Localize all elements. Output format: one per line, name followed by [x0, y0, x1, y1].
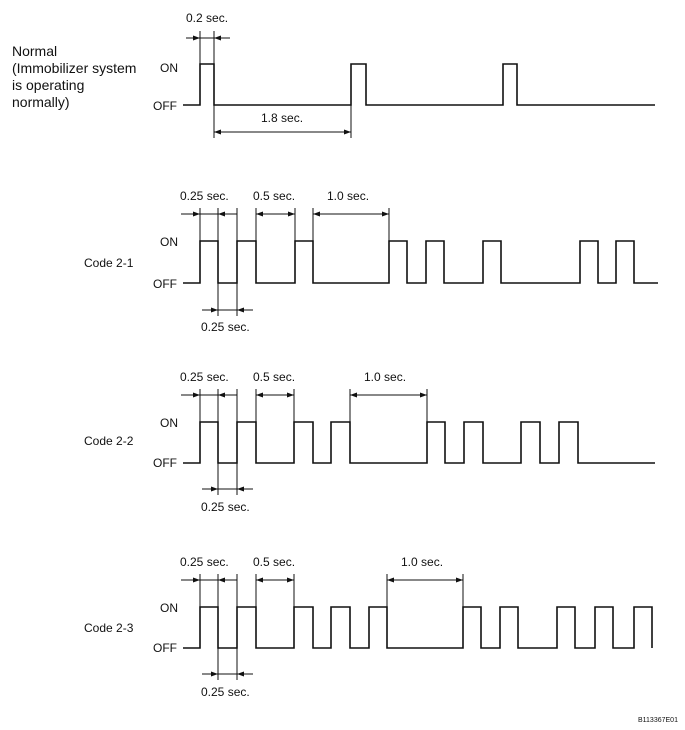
code-2-1-dim-arrowhead	[313, 211, 320, 217]
code-2-2-on-label: ON	[160, 416, 178, 430]
code-2-3-dim-0-5-sec-label: 0.5 sec.	[253, 555, 295, 569]
code-2-3-dim-1-0-sec-label: 1.0 sec.	[401, 555, 443, 569]
code-2-3-dim-arrowhead	[287, 577, 294, 583]
code-2-1-dim-arrowhead	[211, 307, 218, 313]
code-2-2-dim-arrowhead	[237, 486, 244, 492]
diagram-code-2-2: Code 2-2 ON OFF 0.25 sec. 0.5 sec. 1.0 s…	[84, 370, 655, 514]
diagram-code-2-1: Code 2-1 ON OFF 0.25 sec. 0.5 sec. 1.0 s…	[84, 189, 658, 334]
code-2-2-dim-0-25-sec-label: 0.25 sec.	[180, 370, 229, 384]
code-2-3-dim-arrowhead	[218, 577, 225, 583]
code-2-3-on-label: ON	[160, 601, 178, 615]
code-2-2-dim-below-0-25-sec-label: 0.25 sec.	[201, 500, 250, 514]
code-2-1-dim-1-0-sec-label: 1.0 sec.	[327, 189, 369, 203]
normal-label-line-3: is operating	[12, 77, 84, 93]
code-2-2-dim-0-5-sec-label: 0.5 sec.	[253, 370, 295, 384]
code-2-3-label: Code 2-3	[84, 621, 134, 635]
code-2-3-dim-arrowhead	[387, 577, 394, 583]
normal-label-line-1: Normal	[12, 43, 57, 59]
code-2-1-label: Code 2-1	[84, 256, 134, 270]
code-2-3-waveform	[183, 606, 653, 649]
code-2-2-dim-arrowhead	[287, 392, 294, 398]
code-2-1-dim-arrowhead	[237, 307, 244, 313]
code-2-1-dim-arrowhead	[193, 211, 200, 217]
figure-id: B113367E01	[638, 717, 678, 724]
code-2-2-dim-arrowhead	[218, 392, 225, 398]
code-2-1-waveform	[183, 240, 658, 284]
normal-label-line-4: normally)	[12, 94, 70, 110]
code-2-3-dim-arrowhead	[211, 671, 218, 677]
code-2-2-dim-arrowhead	[256, 392, 263, 398]
normal-dim-1-8-sec-label: 1.8 sec.	[261, 111, 303, 125]
code-2-3-dim-arrowhead	[456, 577, 463, 583]
normal-off-label: OFF	[153, 99, 177, 113]
code-2-1-dim-0-5-sec-label: 0.5 sec.	[253, 189, 295, 203]
code-2-3-off-label: OFF	[153, 641, 177, 655]
code-2-3-dim-arrowhead	[256, 577, 263, 583]
code-2-2-dim-1-0-sec-label: 1.0 sec.	[364, 370, 406, 384]
normal-waveform	[183, 63, 655, 106]
code-2-2-dim-arrowhead	[211, 486, 218, 492]
code-2-1-dim-arrowhead	[382, 211, 389, 217]
normal-dim-0-2-sec-label: 0.2 sec.	[186, 11, 228, 25]
normal-dim-arrowhead	[344, 129, 351, 135]
code-2-2-off-label: OFF	[153, 456, 177, 470]
diagram-normal: Normal (Immobilizer system is operating …	[12, 11, 655, 138]
normal-dim-arrowhead	[193, 35, 200, 41]
code-2-1-dim-below-0-25-sec-label: 0.25 sec.	[201, 320, 250, 334]
code-2-2-dim-arrowhead	[193, 392, 200, 398]
code-2-1-on-label: ON	[160, 235, 178, 249]
code-2-1-dim-arrowhead	[218, 211, 225, 217]
code-2-2-label: Code 2-2	[84, 434, 134, 448]
code-2-1-dim-0-25-sec-label: 0.25 sec.	[180, 189, 229, 203]
code-2-2-dim-arrowhead	[420, 392, 427, 398]
code-2-1-dim-arrowhead	[288, 211, 295, 217]
code-2-3-dim-arrowhead	[237, 671, 244, 677]
code-2-1-off-label: OFF	[153, 277, 177, 291]
normal-on-label: ON	[160, 61, 178, 75]
code-2-3-dim-below-0-25-sec-label: 0.25 sec.	[201, 685, 250, 699]
code-2-3-dim-arrowhead	[193, 577, 200, 583]
normal-label-line-2: (Immobilizer system	[12, 60, 136, 76]
normal-dim-arrowhead	[214, 129, 221, 135]
code-2-2-waveform	[183, 421, 655, 464]
diagram-code-2-3: Code 2-3 ON OFF 0.25 sec. 0.5 sec. 1.0 s…	[84, 555, 653, 699]
normal-dim-arrowhead	[214, 35, 221, 41]
code-2-3-dim-0-25-sec-label: 0.25 sec.	[180, 555, 229, 569]
code-2-1-dim-arrowhead	[256, 211, 263, 217]
code-2-2-dim-arrowhead	[350, 392, 357, 398]
